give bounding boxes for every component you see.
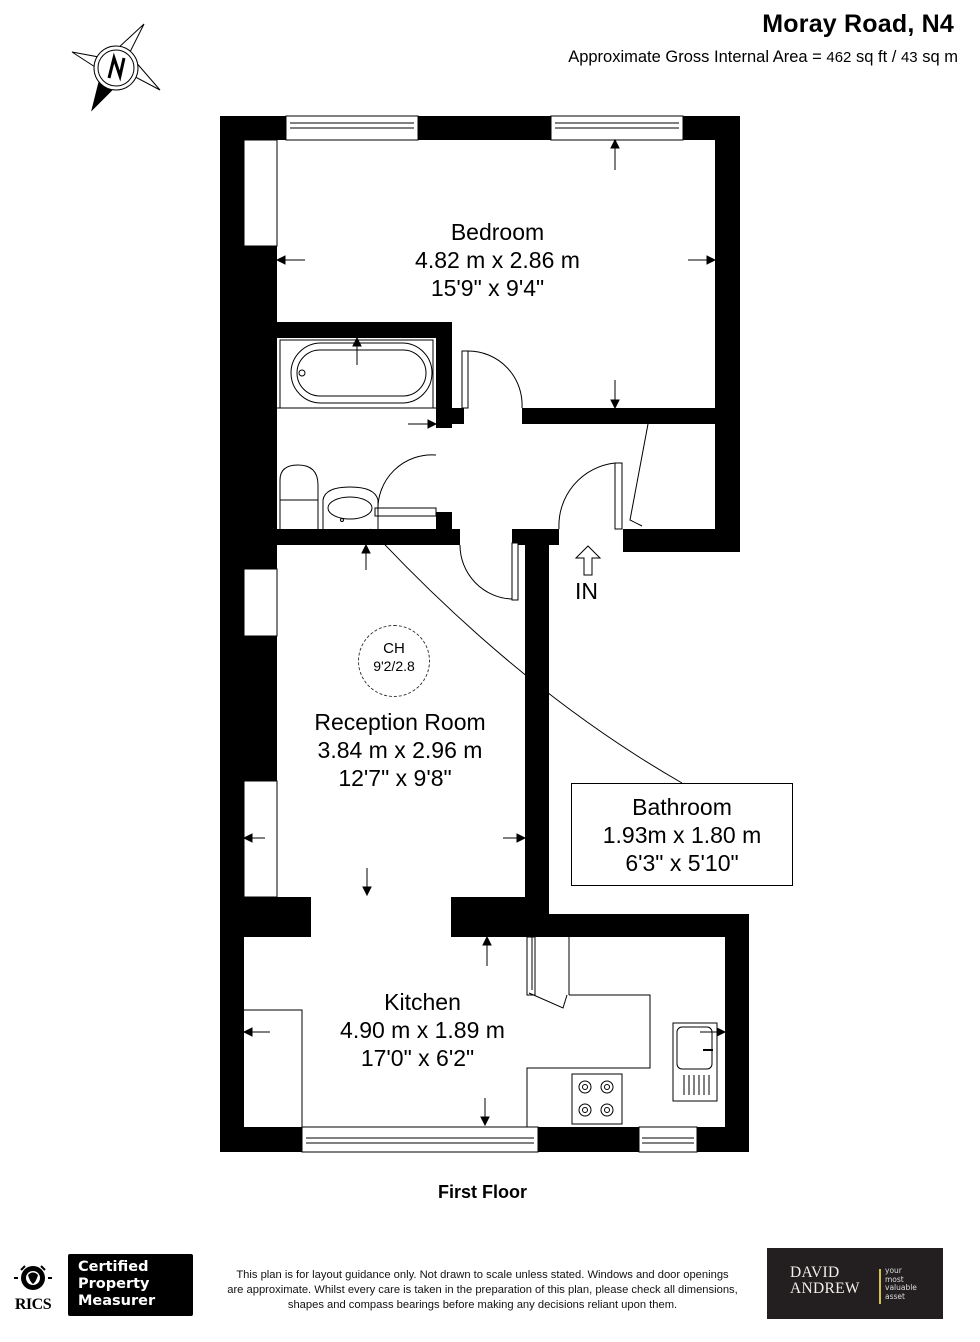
fixtures — [244, 339, 718, 1127]
room-imperial: 17'0" x 6'2" — [360, 1045, 475, 1071]
room-kitchen: Kitchen 4.90 m x 1.89 m 17'0" x 6'2" — [310, 988, 535, 1072]
gross-internal-area: Approximate Gross Internal Area = 462 sq… — [568, 48, 958, 67]
floor-name: First Floor — [438, 1182, 527, 1202]
property-title: Moray Road, N4 — [762, 10, 954, 38]
room-reception: Reception Room 3.84 m x 2.96 m 12'7" x 9… — [290, 708, 510, 792]
rics-label: RICS — [14, 1296, 52, 1313]
room-name: Reception Room — [314, 709, 486, 735]
room-imperial: 15'9" x 9'4" — [430, 275, 545, 301]
room-metric: 1.93m x 1.80 m — [602, 822, 762, 848]
windows — [243, 115, 698, 1153]
entrance-arrow-icon — [574, 545, 602, 576]
certified-property-measurer-badge: Certified Property Measurer — [68, 1254, 193, 1316]
dimension-arrows — [242, 138, 727, 1127]
room-metric: 4.90 m x 1.89 m — [340, 1017, 505, 1043]
room-name: Kitchen — [384, 989, 461, 1015]
entrance-label: IN — [575, 578, 598, 604]
room-bedroom: Bedroom 4.82 m x 2.86 m 15'9" x 9'4" — [380, 218, 615, 302]
brand-divider — [879, 1269, 881, 1304]
ceiling-height-value: 9'2/2.8 — [373, 658, 415, 674]
room-imperial: 6'3" x 5'10" — [625, 850, 739, 876]
room-metric: 4.82 m x 2.86 m — [415, 247, 580, 273]
rics-logo: RICS — [8, 1262, 58, 1314]
compass-north-icon — [71, 23, 161, 112]
room-bathroom: Bathroom 1.93m x 1.80 m 6'3" x 5'10" — [571, 783, 793, 886]
area-sqft-unit: sq ft / — [856, 48, 897, 66]
lion-icon — [14, 1265, 52, 1290]
area-sqm-value: 43 — [900, 49, 918, 66]
brand-tagline: your most valuable asset — [885, 1266, 917, 1301]
room-name: Bathroom — [632, 794, 732, 820]
area-prefix: Approximate Gross Internal Area = — [568, 48, 822, 66]
area-sqft-value: 462 — [826, 49, 852, 66]
room-imperial: 12'7" x 9'8" — [338, 765, 452, 791]
david-andrew-logo: DAVID ANDREW your most valuable asset — [767, 1248, 943, 1319]
ceiling-height-marker: CH 9'2/2.8 — [358, 625, 430, 697]
brand-name: DAVID ANDREW — [790, 1264, 860, 1297]
area-sqm-unit: sq m — [922, 48, 958, 66]
walls — [220, 116, 749, 1152]
ceiling-height-label: CH — [383, 640, 405, 657]
room-name: Bedroom — [450, 219, 545, 245]
disclaimer-text: This plan is for layout guidance only. N… — [227, 1269, 738, 1311]
room-metric: 3.84 m x 2.96 m — [317, 737, 483, 763]
